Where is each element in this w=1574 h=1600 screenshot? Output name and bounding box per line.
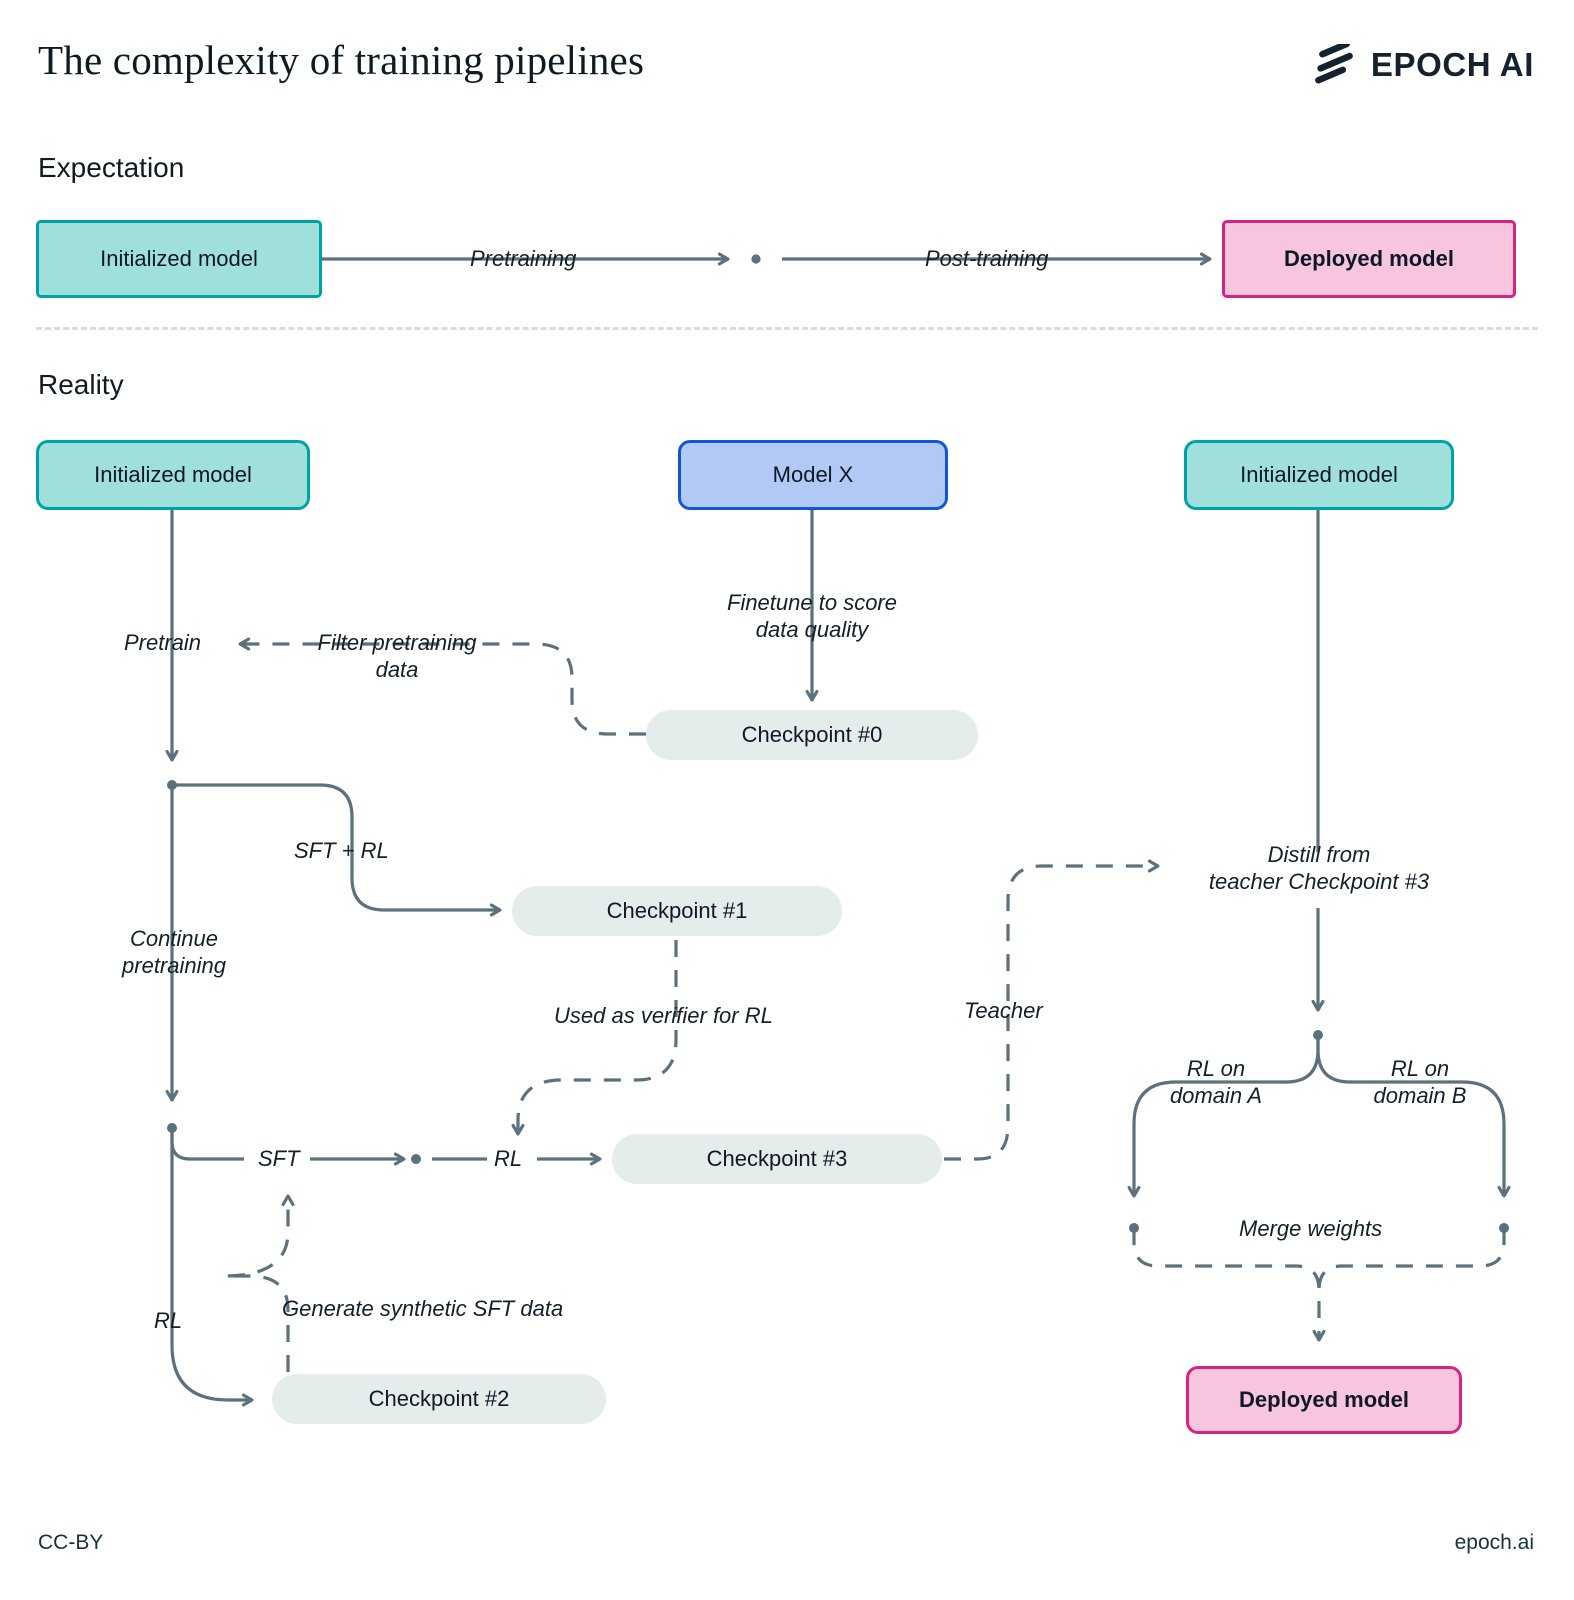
- footer-license: CC-BY: [38, 1531, 104, 1554]
- node-checkpoint-0[interactable]: Checkpoint #0: [646, 710, 978, 760]
- edge-label-rl-down: RL: [154, 1308, 183, 1333]
- page-title: The complexity of training pipelines: [38, 37, 645, 83]
- edge-label-pretrain: Pretrain: [124, 630, 202, 655]
- edge-generate-synthetic-sft: [223, 1194, 295, 1372]
- node-dot-domain-a: [1129, 1223, 1139, 1233]
- node-checkpoint-1[interactable]: Checkpoint #1: [512, 886, 842, 936]
- edge-label-rl-domain-b: RL on domain B: [1373, 1056, 1467, 1108]
- edge-used-as-verifier: [511, 940, 678, 1136]
- edge-label-post-training: Post-training: [925, 246, 1049, 271]
- edge-label-pretraining: Pretraining: [470, 246, 577, 271]
- edge-label-teacher: Teacher: [964, 998, 1043, 1023]
- node-checkpoint-3[interactable]: Checkpoint #3: [612, 1134, 942, 1184]
- node-initialized-model-expectation[interactable]: Initialized model: [36, 220, 322, 298]
- section-label-expectation: Expectation: [38, 152, 185, 183]
- epoch-ai-logo: EPOCH AI: [1314, 44, 1534, 84]
- node-checkpoint-2[interactable]: Checkpoint #2: [272, 1374, 606, 1424]
- section-label-reality: Reality: [38, 369, 124, 400]
- edge-label-finetune-score: Finetune to score data quality: [727, 590, 897, 642]
- node-dot-domain-b: [1499, 1223, 1509, 1233]
- edge-label-distill: Distill from teacher Checkpoint #3: [1208, 842, 1430, 894]
- edge-rl-down: [170, 1128, 254, 1407]
- footer-site[interactable]: epoch.ai: [1454, 1531, 1534, 1554]
- edge-label-generate-synthetic-sft: Generate synthetic SFT data: [282, 1296, 564, 1321]
- edge-label-filter-pretraining-data: Filter pretraining data: [317, 630, 477, 682]
- edge-label-sft: SFT: [258, 1146, 300, 1171]
- node-initialized-model-right[interactable]: Initialized model: [1184, 440, 1454, 510]
- node-dot-after-pretrain: [167, 780, 177, 790]
- edge-label-rl-mid: RL: [494, 1146, 523, 1171]
- node-dot-after-distill: [1313, 1030, 1323, 1040]
- edge-label-merge-weights: Merge weights: [1239, 1216, 1383, 1241]
- node-model-x[interactable]: Model X: [678, 440, 948, 510]
- node-deployed-model-expectation[interactable]: Deployed model: [1222, 220, 1516, 298]
- edge-merge-a: [1132, 1228, 1326, 1342]
- epoch-slashes-icon: [1314, 44, 1353, 84]
- section-divider: [36, 327, 1538, 330]
- node-deployed-model-reality[interactable]: Deployed model: [1186, 1366, 1462, 1434]
- node-dot-after-sft: [411, 1154, 421, 1164]
- edge-label-used-as-verifier: Used as verifier for RL: [554, 1003, 773, 1028]
- logo-wordmark: EPOCH AI: [1370, 45, 1534, 83]
- node-dot-expectation: [751, 254, 761, 264]
- node-dot-after-continue: [167, 1123, 177, 1133]
- edge-label-rl-domain-a: RL on domain A: [1169, 1056, 1263, 1108]
- node-initialized-model-left[interactable]: Initialized model: [36, 440, 310, 510]
- edge-sft-stem: [170, 1128, 244, 1161]
- edge-label-sft-rl: SFT + RL: [294, 838, 389, 863]
- edge-label-continue-pretraining: Continue pretraining: [122, 926, 226, 978]
